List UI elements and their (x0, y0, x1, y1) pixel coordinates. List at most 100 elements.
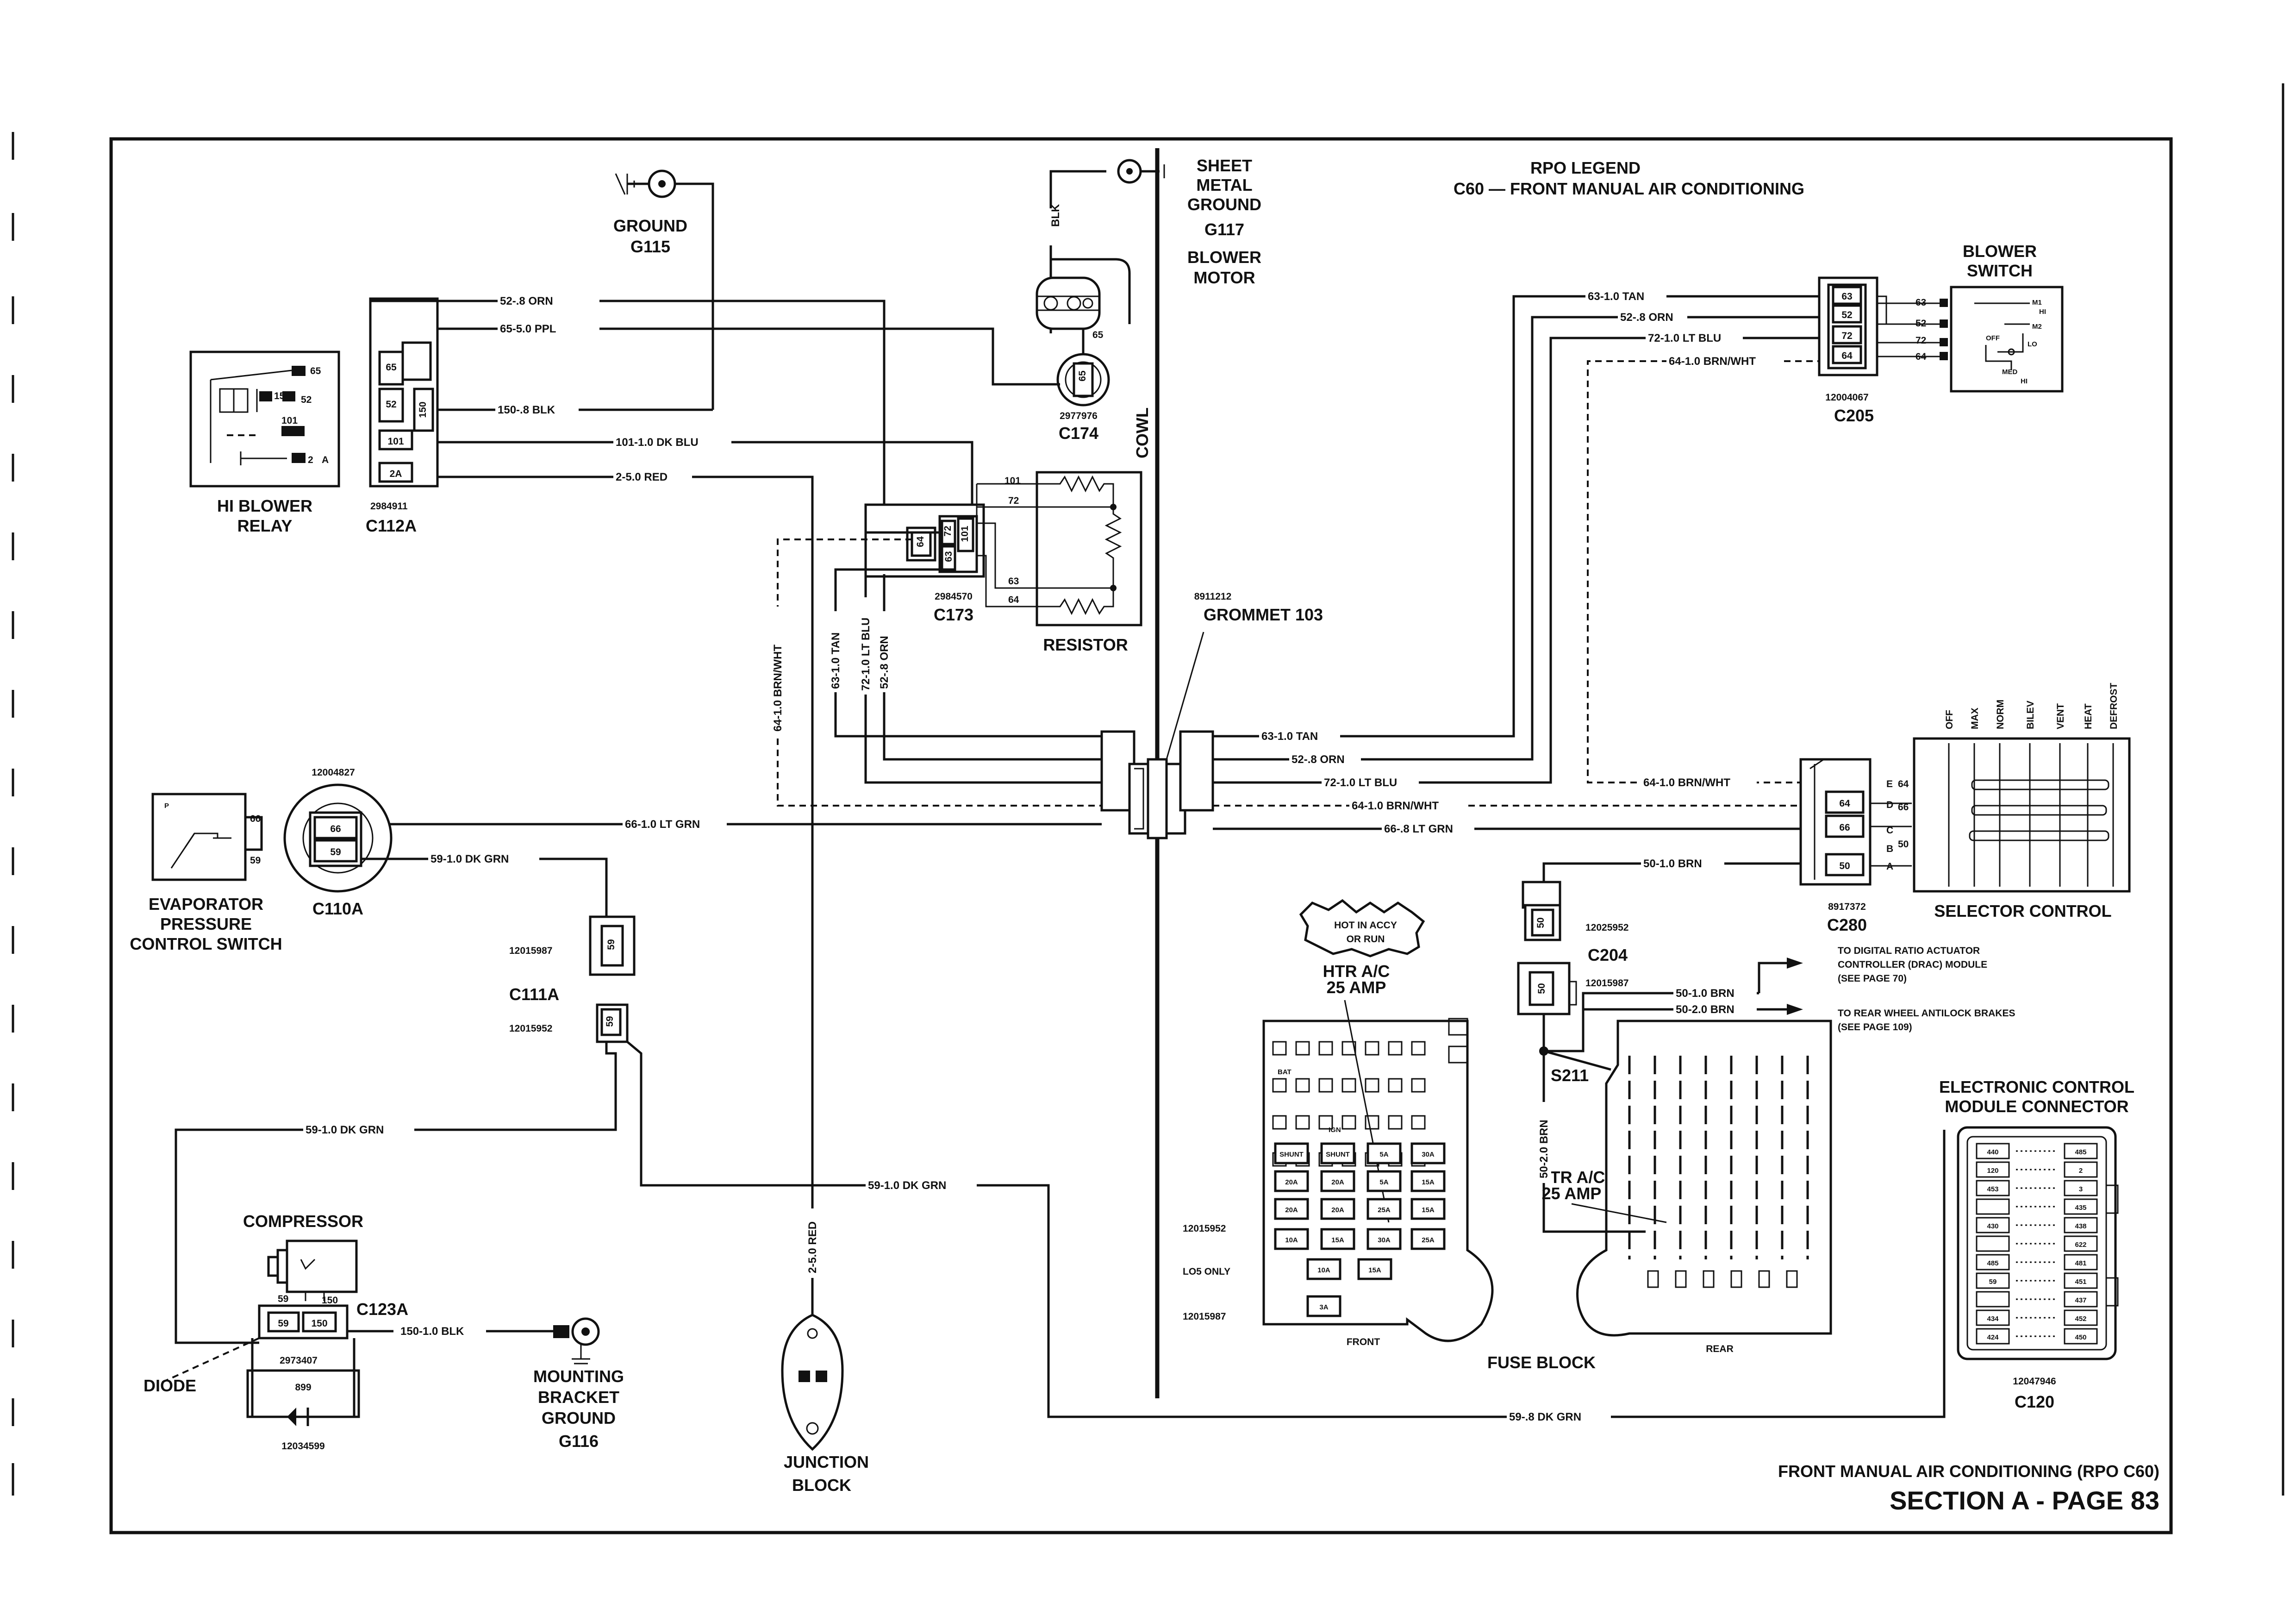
evap-pin-66: 66 (250, 814, 261, 824)
c112a-pin-101: 101 (387, 436, 404, 447)
connector-c123a: 59 150 C123A 2973407 899 12034599 150-1.… (144, 1300, 542, 1452)
wire-59-dkgrn-a: 59-1.0 DK GRN (430, 853, 509, 865)
evap-pin-59: 59 (250, 855, 261, 866)
c173-pin-64: 64 (915, 536, 926, 547)
ecm-pin-left-label: 434 (1987, 1315, 1999, 1323)
c112a-pin-150: 150 (418, 401, 428, 418)
ecm-pin-right (2064, 1143, 2098, 1159)
fuse-cavity (1411, 1115, 1426, 1130)
htr-ac-rear-2: 25 AMP (1542, 1184, 1602, 1203)
fuse-rating: 10A (1285, 1236, 1298, 1244)
ecm-line1: ELECTRONIC CONTROL (1939, 1077, 2134, 1096)
ecm-pin-left-label: 430 (1987, 1222, 1998, 1230)
ground-g116: MOUNTING BRACKET GROUND G116 (533, 1317, 624, 1451)
fuse-cavity (1365, 1078, 1379, 1093)
fuse-cavity (1295, 1078, 1310, 1093)
ecm-pin-left-label: 440 (1987, 1148, 1998, 1156)
blower-resistor: 101 72 63 64 RESISTOR (1004, 471, 1142, 654)
blower-tap-65: 65 (1092, 330, 1104, 340)
fuse (1366, 1170, 1402, 1192)
c112a-pin-2a: 2A (390, 469, 402, 479)
c280-id: C280 (1827, 915, 1867, 934)
wire-72-ltblu: 72-1.0 LT BLU (1324, 776, 1397, 789)
c173-pin-101: 101 (960, 526, 970, 542)
c123a-id: C123A (356, 1300, 408, 1319)
ecm-pin-left (1976, 1254, 2010, 1271)
ecm-pin-left (1976, 1309, 2010, 1326)
ecm-pin-left (1976, 1272, 2010, 1289)
rear-cavity (1758, 1270, 1770, 1288)
wire-150-blk: 150-.8 BLK (498, 404, 555, 416)
blower-switch-2: SWITCH (1967, 261, 2033, 280)
ecm-pin-right (2064, 1217, 2098, 1233)
fuse-block-label: FUSE BLOCK (1487, 1353, 1596, 1372)
ecm-pin-left (1976, 1198, 2010, 1215)
wire-150-1-blk: 150-1.0 BLK (400, 1325, 464, 1338)
wires-c112a: 52-.8 ORN 65-5.0 PPL 150-.8 BLK 101-1.0 … (369, 294, 1060, 1398)
compressor-pin-150: 150 (322, 1295, 338, 1306)
fuse (1274, 1228, 1309, 1250)
ecm-pin-right-label: 450 (2075, 1333, 2086, 1341)
g117-line2: METAL (1196, 175, 1252, 194)
c174-part: 2977976 (1060, 411, 1098, 421)
ecm-pin-left (1976, 1161, 2010, 1178)
s211-label: S211 (1551, 1066, 1589, 1085)
wire-64-brnwht-v: 64-1.0 BRN/WHT (772, 645, 784, 732)
fuse-rating: 15A (1422, 1206, 1435, 1214)
fuse-rear-label: REAR (1706, 1344, 1734, 1354)
c123a-diode: 899 (295, 1382, 311, 1393)
fuse-rating: 5A (1379, 1178, 1388, 1186)
cowl-label: COWL (1133, 407, 1152, 458)
c111a-id: C111A (509, 985, 559, 1004)
ecm-pin-right (2064, 1198, 2098, 1215)
c123a-pin-150: 150 (311, 1318, 327, 1329)
g117-line3: GROUND (1187, 195, 1261, 214)
fuse-rating: SHUNT (1279, 1151, 1304, 1158)
fuse-rating: SHUNT (1326, 1151, 1350, 1158)
selector-label: SELECTOR CONTROL (1934, 901, 2111, 920)
fuse-cavity (1411, 1041, 1426, 1056)
ecm-id: C120 (2015, 1392, 2054, 1411)
fuse (1410, 1142, 1446, 1164)
wire-72-ltblu-v: 72-1.0 LT BLU (860, 618, 872, 691)
ecm-pin-right-label: 435 (2075, 1204, 2086, 1212)
fuse-rating: 5A (1379, 1151, 1388, 1158)
c110a-pin-59: 59 (330, 847, 341, 858)
fuse (1357, 1258, 1392, 1280)
resistor-tap-64: 64 (1008, 595, 1019, 605)
selector-pin-64: 64 (1898, 779, 1909, 789)
fuse (1320, 1170, 1355, 1192)
fuse-rating: 15A (1422, 1178, 1435, 1186)
fuse-side-a: 12015952 (1183, 1223, 1226, 1234)
connector-c173: 64 72 63 101 2984570 C173 (864, 483, 1023, 624)
c173-id: C173 (934, 605, 973, 624)
fuse-rating: 30A (1422, 1151, 1435, 1158)
bs-pin-63: 63 (1915, 297, 1926, 308)
wire-72-ltblu-r: 72-1.0 LT BLU (1648, 332, 1721, 344)
ground-g116-icon (571, 1317, 600, 1346)
relay-pin-2: 2 (308, 455, 313, 465)
bs-pin-64: 64 (1915, 351, 1927, 362)
fuse-rating: 25A (1378, 1206, 1391, 1214)
fuse (1366, 1198, 1402, 1220)
fuse (1410, 1228, 1446, 1250)
ecm-pin-right-label: 3 (2079, 1185, 2083, 1193)
bs-pos-off: OFF (1986, 334, 2000, 342)
fuse-rating: 20A (1285, 1206, 1298, 1214)
selector-pin-66: 66 (1898, 802, 1909, 813)
rpo-legend: RPO LEGEND C60 — FRONT MANUAL AIR CONDIT… (1454, 158, 1804, 198)
ecm-pin-right-label: 481 (2075, 1259, 2086, 1267)
footer-line2: SECTION A - PAGE 83 (1890, 1486, 2159, 1515)
junction-label-2: BLOCK (792, 1476, 851, 1495)
wire-59-dkgrn-b: 59-1.0 DK GRN (306, 1124, 384, 1136)
c205-part: 12004067 (1825, 392, 1868, 403)
wire-64-brnwht-s: 64-1.0 BRN/WHT (1643, 776, 1730, 789)
ground-g115-id: G115 (630, 237, 670, 256)
selector-control: 64 66 50 OFF MAX NORM BILEV VENT HEAT DE… (1898, 682, 2131, 920)
mode-norm: NORM (1995, 700, 2006, 729)
fuse-side-c: 12015987 (1183, 1311, 1226, 1322)
ecm-pin-right-label: 437 (2075, 1296, 2086, 1304)
rear-cavity (1647, 1270, 1659, 1288)
blower-motor: 65 (1036, 258, 1131, 361)
c280-letter-c: C (1886, 825, 1893, 836)
